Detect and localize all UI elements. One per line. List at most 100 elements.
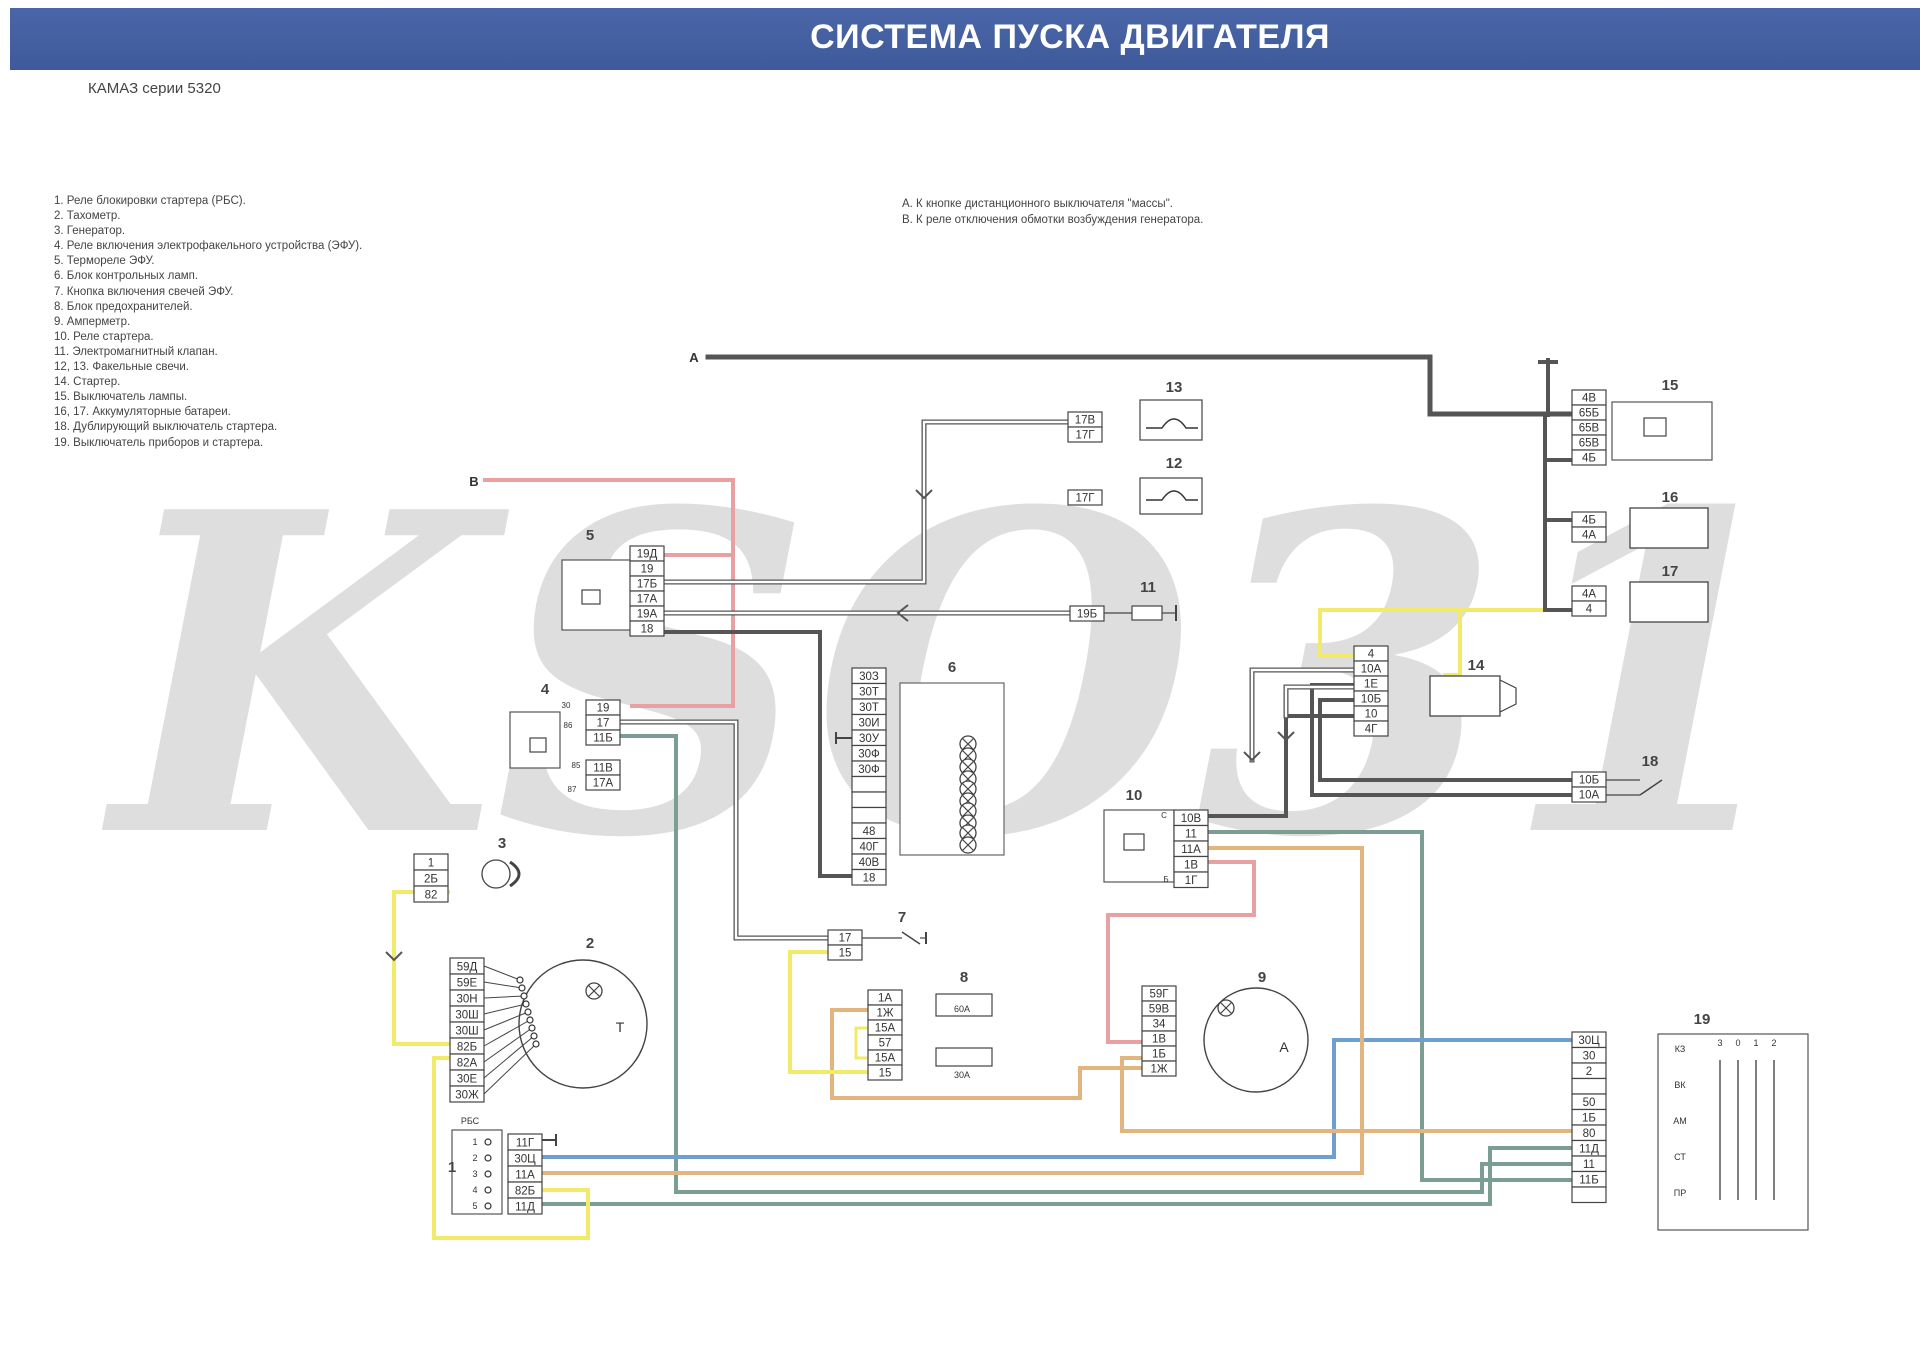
- component-legend: 1. Реле блокировки стартера (РБС). 2. Та…: [54, 194, 362, 451]
- component-number: 14: [1468, 657, 1485, 674]
- terminal-label: 19: [597, 703, 610, 715]
- component-number: 12: [1166, 455, 1183, 472]
- battery-17: [1629, 581, 1709, 623]
- glow-plug-coil: [1146, 418, 1198, 429]
- terminal-label: 1Е: [1364, 679, 1378, 691]
- battery-16: [1629, 507, 1709, 549]
- wire-pink-2: [1106, 860, 1256, 1044]
- terminal-label: 1Ж: [876, 1008, 893, 1020]
- terminal-label: 82А: [457, 1058, 478, 1070]
- legend-item: 1. Реле блокировки стартера (РБС).: [54, 195, 246, 207]
- terminal-label: 1В: [1184, 860, 1198, 872]
- terminal-cell: [867, 1064, 903, 1081]
- terminal-label: 4Г: [1365, 724, 1378, 736]
- symbol-line: [962, 738, 974, 750]
- note-b: В. К реле отключения обмотки возбуждения…: [902, 214, 1204, 226]
- symbol-line: [901, 931, 921, 945]
- terminal-cell: [1173, 871, 1209, 889]
- switch-position-label: СТ: [1674, 1152, 1686, 1162]
- contact-dot: [524, 1008, 532, 1016]
- page-title: СИСТЕМА ПУСКА ДВИГАТЕЛЯ: [810, 18, 1330, 56]
- symbol-line: [483, 1027, 533, 1063]
- component-number: 11: [1140, 579, 1156, 596]
- terminal-cell: [851, 775, 887, 793]
- glow-plug-12: [1139, 477, 1203, 515]
- terminal-cell: [851, 868, 887, 886]
- header-bar: СИСТЕМА ПУСКА ДВИГАТЕЛЯ: [10, 8, 1920, 70]
- wire-end-label-b: В: [469, 474, 478, 489]
- symbol-line: [483, 1043, 537, 1095]
- legend-item: 14. Стартер.: [54, 376, 121, 389]
- pin-label: 2: [472, 1153, 477, 1163]
- generator-icon: [481, 859, 511, 889]
- terminal-label: 19Б: [1077, 609, 1097, 621]
- terminal-label: 1А: [878, 993, 892, 1005]
- symbol-line: [1639, 779, 1663, 796]
- terminal-cell: [827, 944, 863, 961]
- arrow-down-icon: [385, 951, 403, 962]
- symbol-line: [483, 965, 521, 981]
- legend-item: 4. Реле включения электрофакельного устр…: [54, 240, 363, 253]
- terminal-label: 57: [879, 1038, 892, 1050]
- wire-b: [483, 478, 735, 557]
- tachometer-dial: [518, 959, 648, 1089]
- terminal-label: 1Б: [1582, 1113, 1596, 1125]
- terminal-label: 4В: [1582, 393, 1596, 405]
- legend-item: 8. Блок предохранителей.: [54, 300, 193, 313]
- terminal-label: 11Д: [1579, 1144, 1599, 1156]
- terminal-label: 30Ф: [858, 749, 880, 761]
- terminal-label: 34: [1153, 1019, 1166, 1031]
- pin-label: 86: [564, 721, 573, 730]
- component-number: 8: [960, 969, 968, 986]
- terminal-label: 4Б: [1582, 515, 1596, 527]
- fuse-label: 30А: [954, 1070, 970, 1080]
- symbol-line: [962, 783, 974, 795]
- terminal-label: 48: [863, 826, 876, 838]
- pin-label: 3: [472, 1169, 477, 1179]
- terminal-label: 18: [641, 624, 654, 636]
- block-11: 19Б: [1069, 605, 1105, 622]
- tachometer-symbol: T: [616, 1019, 625, 1035]
- contact-dot: [522, 1000, 530, 1008]
- terminal-label: 15: [879, 1068, 892, 1080]
- terminal-label: 19: [641, 564, 654, 576]
- ignition-switch-body: [1657, 1033, 1809, 1231]
- terminal-label: 30З: [859, 671, 879, 683]
- pin-label: С: [1161, 811, 1167, 820]
- wire-blue: [538, 1038, 1574, 1159]
- terminal-label: 59Д: [457, 962, 478, 974]
- terminal-cell: [413, 885, 449, 903]
- component-number: 2: [586, 935, 594, 952]
- legend-item: 3. Генератор.: [54, 225, 126, 238]
- wire-orange-2: [1120, 1056, 1574, 1133]
- terminal-label: 17В: [1075, 415, 1096, 427]
- terminal-label: 4А: [1582, 589, 1596, 601]
- legend-item: 5. Термореле ЭФУ.: [54, 255, 155, 268]
- terminal-label: 18: [863, 873, 876, 885]
- terminal-label: 2: [1586, 1066, 1592, 1078]
- pin-label: 87: [568, 785, 577, 794]
- starter-gear-icon: [1499, 679, 1517, 713]
- terminal-cell: [1353, 720, 1389, 737]
- terminal-label: 82Б: [457, 1042, 477, 1054]
- legend-item: 9. Амперметр.: [54, 315, 131, 328]
- contact-dot: [518, 984, 526, 992]
- starter-relay-coil: [1123, 833, 1145, 851]
- terminal-label: 17А: [593, 778, 614, 790]
- terminal-label: 82: [425, 890, 438, 902]
- pin-label: 5: [472, 1201, 477, 1211]
- wire-notes: А. К кнопке дистанционного выключателя "…: [902, 196, 1203, 228]
- component-number: 13: [1166, 379, 1183, 396]
- terminal-label: 30У: [859, 733, 880, 745]
- component-number: 15: [1662, 377, 1679, 394]
- contact-dot: [484, 1170, 492, 1178]
- component-number: 9: [1258, 969, 1266, 986]
- terminal-label: 50: [1583, 1097, 1596, 1109]
- wire-to-7: [618, 720, 830, 940]
- switch-column-label: 2: [1771, 1038, 1776, 1048]
